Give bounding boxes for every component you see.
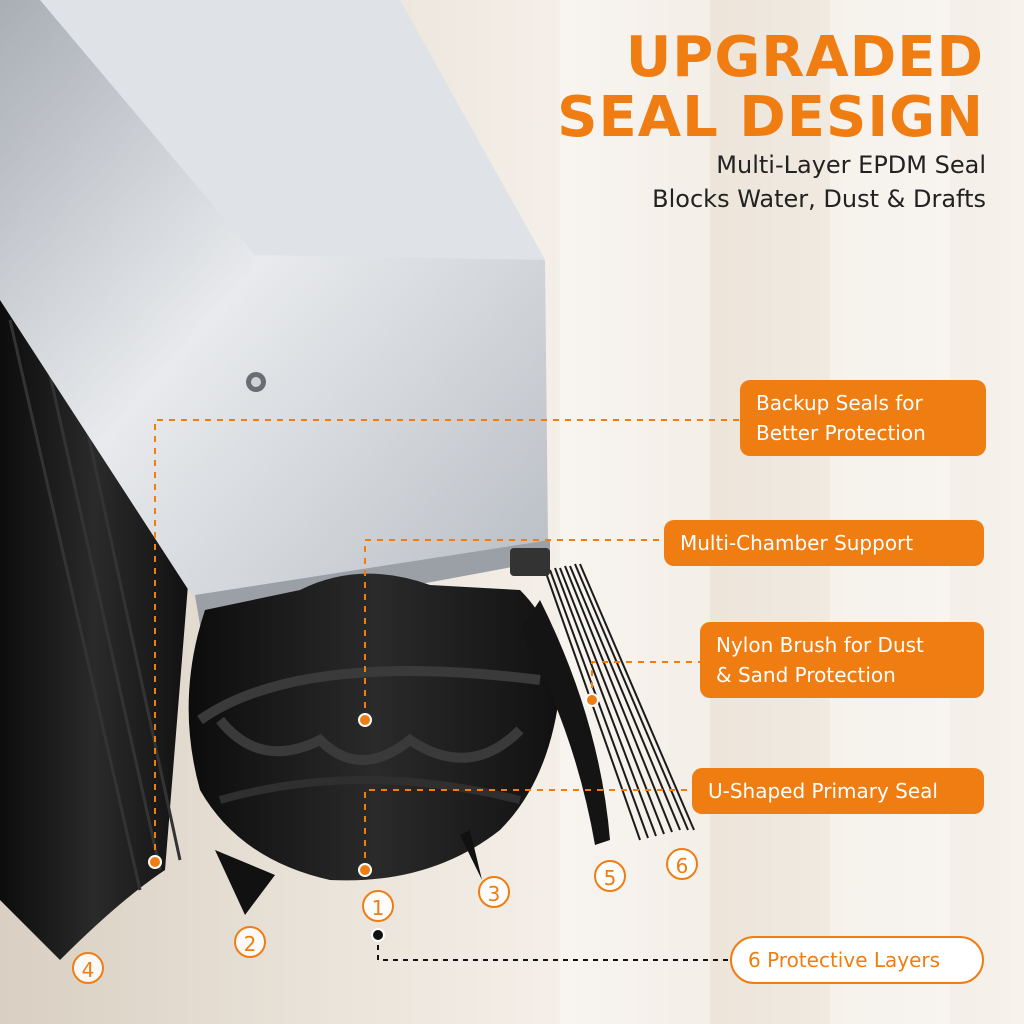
layer-number-3: 3 bbox=[478, 876, 510, 908]
layer-number-1: 1 bbox=[362, 890, 394, 922]
callout-backup-seals: Backup Seals for Better Protection bbox=[740, 380, 986, 456]
headline-line2: SEAL DESIGN bbox=[557, 85, 984, 150]
seal-lip bbox=[520, 600, 610, 845]
callout-brush-line1: Nylon Brush for Dust bbox=[716, 633, 924, 657]
headline: UPGRADED SEAL DESIGN bbox=[557, 28, 984, 148]
headline-line1: UPGRADED bbox=[625, 25, 984, 90]
callout-multi-chamber: Multi-Chamber Support bbox=[664, 520, 984, 566]
callout-primary-seal: U-Shaped Primary Seal bbox=[692, 768, 984, 814]
callout-backup-line2: Better Protection bbox=[756, 421, 926, 445]
layer-number-2: 2 bbox=[234, 926, 266, 958]
layer-number-5: 5 bbox=[594, 860, 626, 892]
callout-nylon-brush: Nylon Brush for Dust & Sand Protection bbox=[700, 622, 984, 698]
callout-brush-line2: & Sand Protection bbox=[716, 663, 896, 687]
u-shaped-primary-seal bbox=[188, 573, 561, 881]
callout-primary-label: U-Shaped Primary Seal bbox=[708, 779, 938, 803]
fin-3 bbox=[460, 830, 482, 880]
subheadline-line2: Blocks Water, Dust & Drafts bbox=[652, 185, 986, 213]
callout-chamber-label: Multi-Chamber Support bbox=[680, 531, 914, 555]
callout-layers-label: 6 Protective Layers bbox=[748, 948, 941, 972]
callout-protective-layers: 6 Protective Layers bbox=[730, 936, 984, 984]
fin-2 bbox=[215, 850, 275, 915]
subheadline: Multi-Layer EPDM Seal Blocks Water, Dust… bbox=[652, 148, 986, 216]
layer-number-6: 6 bbox=[666, 848, 698, 880]
layer-number-4: 4 bbox=[72, 952, 104, 984]
subheadline-line1: Multi-Layer EPDM Seal bbox=[716, 151, 986, 179]
background-stripe bbox=[830, 0, 950, 1024]
callout-backup-line1: Backup Seals for bbox=[756, 391, 923, 415]
